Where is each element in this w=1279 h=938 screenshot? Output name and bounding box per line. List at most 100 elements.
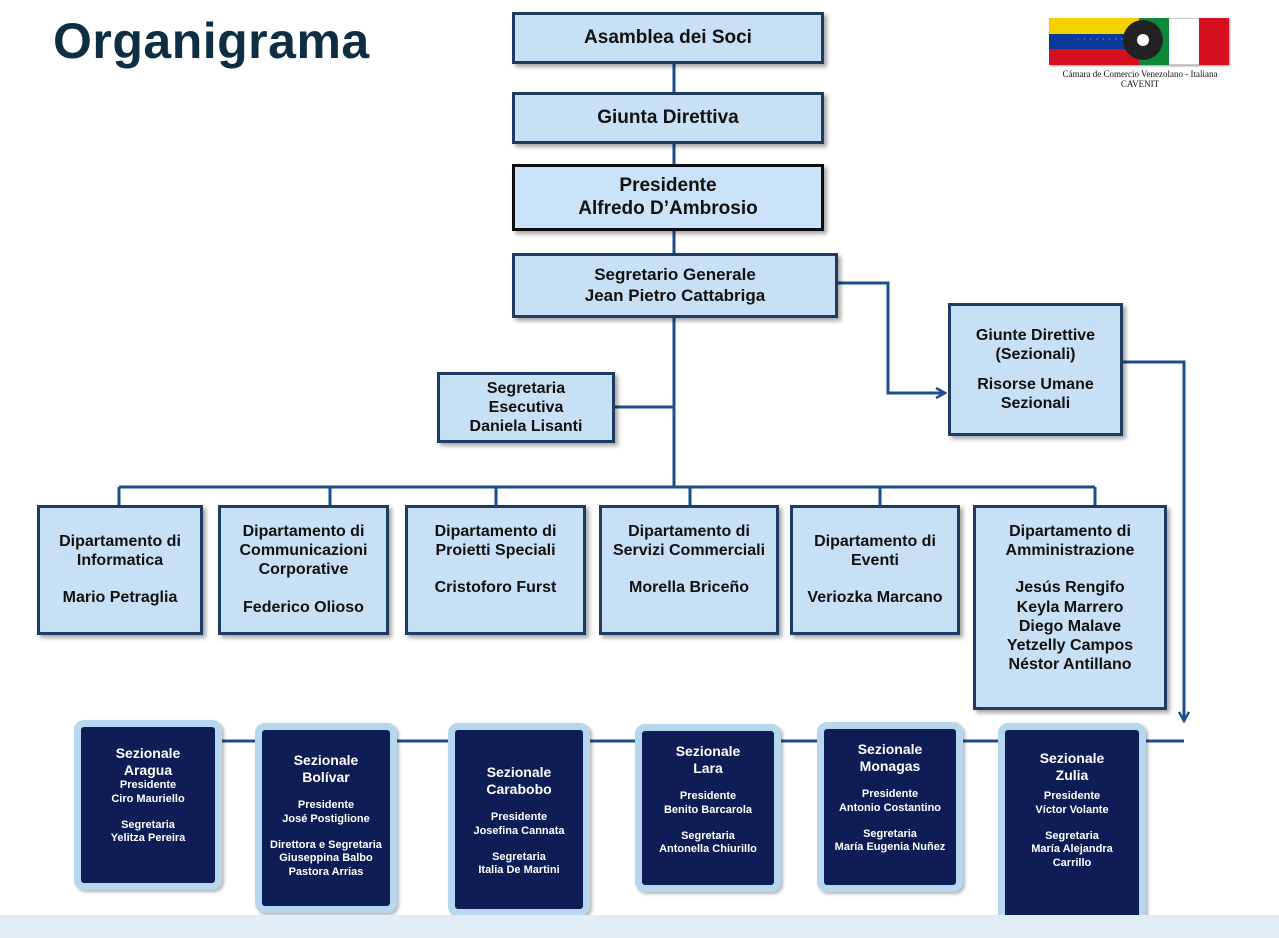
department-person: Federico Olioso <box>243 598 364 616</box>
flag-stars: · · · · · · · · <box>1077 36 1125 43</box>
sezionale-role: Direttora e Segretaria <box>270 838 382 851</box>
department-person: Veriozka Marcano <box>807 589 943 607</box>
sezionale-city: Carabobo <box>486 781 552 798</box>
department-title: Dipartamento di <box>628 523 750 540</box>
department-title: Proietti Speciali <box>435 542 556 560</box>
sezionale-label: Sezionale <box>115 745 181 761</box>
segretaria-line1: Segretaria <box>486 379 566 397</box>
footer-band <box>0 915 1279 938</box>
sezionale-label: Sezionale <box>857 741 923 757</box>
segretario-name: Jean Pietro Cattabriga <box>584 285 766 305</box>
sezionale-person: José Postiglione <box>282 812 370 825</box>
department-person: Mario Petraglia <box>62 589 178 607</box>
department-person: Morella Briceño <box>628 579 750 597</box>
sezionale-city: Lara <box>693 760 723 777</box>
department-title: Amministrazione <box>1005 542 1135 560</box>
sezionale-city: Aragua <box>123 762 173 779</box>
department-title: Servizi Commerciali <box>612 542 766 560</box>
flag-emblem: · · · · · · · · <box>1049 18 1229 65</box>
giunte-line3: Risorse Umane <box>977 375 1094 393</box>
sezionale-role: Presidente <box>1043 790 1101 803</box>
department-communicazioni-box: Dipartamento di Communicazioni Corporati… <box>218 505 389 635</box>
department-title: Informatica <box>76 552 164 570</box>
asamblea-label: Asamblea dei Soci <box>584 26 752 48</box>
asamblea-box: Asamblea dei Soci <box>512 12 824 64</box>
presidente-name: Alfredo D’Ambrosio <box>578 197 758 219</box>
sezionale-person: Benito Barcarola <box>663 803 753 816</box>
sezionale-role: Presidente <box>679 790 737 803</box>
connector-segretario-giunte <box>838 281 944 393</box>
sezionale-role: Presidente <box>490 811 548 824</box>
sezionale-person: Antonella Chiurillo <box>659 843 757 856</box>
department-title: Dipartamento di <box>59 533 181 550</box>
department-person: Yetzelly Campos <box>1006 636 1134 654</box>
sezionale-role: Presidente <box>861 788 919 801</box>
segretaria-line2: Esecutiva <box>488 398 564 416</box>
segretaria-name: Daniela Lisanti <box>469 418 583 436</box>
giunte-sezionali-box: Giunte Direttive (Sezionali) Risorse Uma… <box>948 303 1123 436</box>
sezionale-aragua-card: Sezionale Aragua Presidente Ciro Mauriel… <box>74 720 222 890</box>
logo-organization-name: Cámara de Comercio Venezolano - Italiana <box>1062 69 1218 79</box>
connector-giunte-sezionali <box>1123 360 1184 720</box>
logo-acronym: CAVENIT <box>1120 78 1160 89</box>
department-title: Dipartamento di <box>242 523 365 540</box>
sezionale-monagas-card: Sezionale Monagas Presidente Antonio Cos… <box>817 722 963 892</box>
sezionale-lara-card: Sezionale Lara Presidente Benito Barcaro… <box>635 724 781 892</box>
gear-icon <box>1123 20 1163 60</box>
sezionale-role: Segretaria <box>492 850 546 863</box>
segretaria-box: Segretaria Esecutiva Daniela Lisanti <box>437 372 615 443</box>
segretario-role: Segretario Generale <box>594 265 756 285</box>
sezionale-person: Carrillo <box>1052 856 1092 869</box>
sezionale-city: Zulia <box>1055 767 1089 784</box>
sezionale-role: Presidente <box>297 799 355 812</box>
sezionale-bolivar-card: Sezionale Bolívar Presidente José Postig… <box>255 723 397 913</box>
department-title: Eventi <box>850 552 899 570</box>
page-title: Organigrama <box>53 13 370 69</box>
giunta-label: Giunta Direttiva <box>597 106 739 128</box>
department-title: Dipartamento di <box>434 523 557 540</box>
sezionale-person: Josefina Cannata <box>473 824 565 837</box>
sezionale-carabobo-card: Sezionale Carabobo Presidente Josefina C… <box>448 723 590 916</box>
sezionale-person: María Eugenia Nuñez <box>834 841 946 854</box>
sezionale-role: Segretaria <box>863 827 917 840</box>
department-title: Dipartamento di <box>814 533 936 550</box>
department-servizi-box: Dipartamento di Servizi Commerciali More… <box>599 505 779 635</box>
department-person: Cristoforo Furst <box>434 579 557 597</box>
department-person: Diego Malave <box>1018 617 1122 635</box>
sezionale-person: Ciro Mauriello <box>111 792 185 805</box>
sezionale-role: Segretaria <box>681 829 735 842</box>
presidente-role: Presidente <box>619 174 717 196</box>
sezionale-label: Sezionale <box>1039 750 1105 766</box>
sezionale-person: Víctor Volante <box>1035 803 1109 816</box>
sezionale-person: María Alejandra <box>1031 843 1113 856</box>
department-person: Jesús Rengifo <box>1015 579 1125 597</box>
sezionale-label: Sezionale <box>486 764 552 780</box>
sezionale-zulia-card: Sezionale Zulia Presidente Víctor Volant… <box>998 723 1146 935</box>
cavenit-logo: · · · · · · · · Cámara de Comercio Venez… <box>1040 14 1240 94</box>
department-eventi-box: Dipartamento di Eventi Veriozka Marcano <box>790 505 960 635</box>
sezionale-role: Presidente <box>119 779 177 792</box>
segretario-box: Segretario Generale Jean Pietro Cattabri… <box>512 253 838 318</box>
sezionale-person: Antonio Costantino <box>838 801 942 814</box>
giunte-line1: Giunte Direttive <box>975 327 1096 345</box>
giunta-box: Giunta Direttiva <box>512 92 824 144</box>
sezionale-person: Giuseppina Balbo <box>279 852 373 865</box>
sezionale-person: Yelitza Pereira <box>110 832 186 845</box>
department-proietti-box: Dipartamento di Proietti Speciali Cristo… <box>405 505 586 635</box>
sezionale-city: Monagas <box>859 758 921 775</box>
department-person: Néstor Antillano <box>1008 656 1132 674</box>
department-title: Communicazioni <box>239 542 368 560</box>
sezionale-city: Bolívar <box>302 769 350 786</box>
sezionale-role: Segretaria <box>121 818 175 831</box>
department-title: Dipartamento di <box>1009 523 1131 540</box>
sezionale-role: Segretaria <box>1045 829 1099 842</box>
department-informatica-box: Dipartamento di Informatica Mario Petrag… <box>37 505 203 635</box>
sezionale-person: Italia De Martini <box>478 864 560 877</box>
presidente-box: Presidente Alfredo D’Ambrosio <box>512 164 824 231</box>
giunte-line4: Sezionali <box>1000 394 1071 412</box>
department-title: Corporative <box>258 561 349 579</box>
sezionale-label: Sezionale <box>675 743 741 759</box>
sezionale-label: Sezionale <box>293 752 359 768</box>
department-amministrazione-box: Dipartamento di Amministrazione Jesús Re… <box>973 505 1167 710</box>
sezionale-person: Pastora Arrias <box>288 865 364 878</box>
